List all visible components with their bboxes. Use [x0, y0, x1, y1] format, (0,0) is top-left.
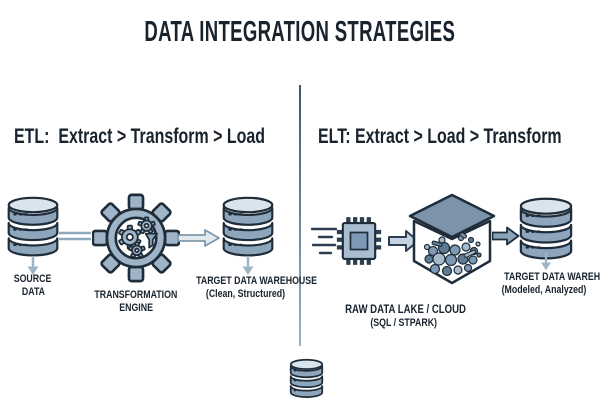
right-arrow-icon [388, 230, 419, 252]
page-title: DATA INTEGRATION STRATEGIES [0, 16, 600, 49]
etl-heading: ETL: Extract > Transform > Load [14, 125, 265, 148]
target-warehouse-database-icon [519, 197, 573, 260]
section-divider [299, 85, 301, 346]
speed-lines-icon [311, 227, 337, 255]
raw-data-blobs [423, 229, 482, 277]
funnel-icon [144, 232, 158, 249]
target-warehouse-label-etl: TARGET DATA WAREHOUSE (Clean, Structured… [196, 275, 318, 300]
down-arrow-icon [541, 253, 551, 271]
down-arrow-icon [242, 256, 254, 275]
transformation-gear-icon [92, 193, 180, 283]
right-arrow-icon [177, 229, 220, 247]
target-warehouse-label-elt: TARGET DATA WAREHOUSE (Modeled, Analyzed… [501, 271, 600, 296]
processor-chip-icon [336, 217, 382, 265]
source-data-label: SOURCE DATA [14, 273, 52, 298]
elt-heading: ELT: Extract > Load > Transform [318, 125, 562, 148]
footer-database-icon [289, 358, 324, 398]
cube-lid [408, 193, 496, 239]
double-line-connector-icon [59, 231, 91, 241]
raw-data-lake-label: RAW DATA LAKE / CLOUD (SQL / STPARK) [345, 302, 466, 330]
right-arrow-icon [492, 226, 520, 246]
source-database-icon [7, 196, 59, 257]
down-arrow-icon [27, 256, 39, 275]
cube-data-lake-icon [408, 193, 496, 285]
transformation-engine-label: TRANSFORMATION ENGINE [94, 289, 178, 314]
target-warehouse-database-icon [222, 196, 274, 257]
page-title-text: DATA INTEGRATION STRATEGIES [144, 16, 456, 48]
